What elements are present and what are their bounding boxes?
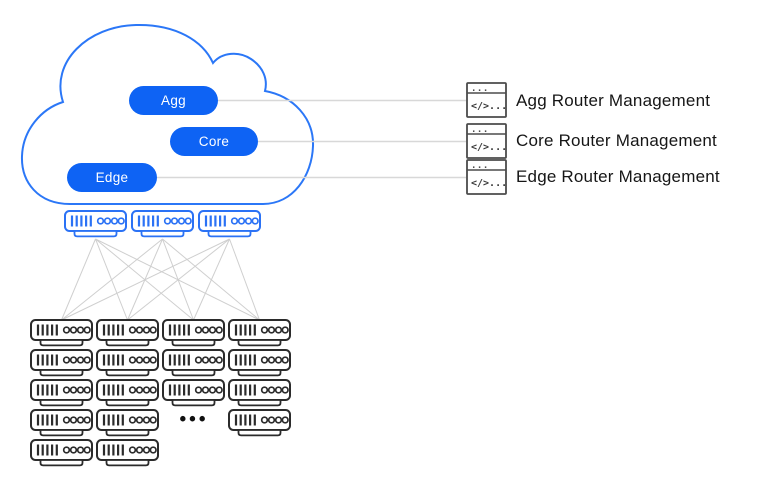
spine-router-group bbox=[63, 209, 262, 238]
leaf-router-icon bbox=[29, 318, 94, 347]
terminal-code-glyph: </>... bbox=[471, 142, 507, 153]
leaf-router-icon bbox=[95, 318, 160, 347]
leaf-router-icon bbox=[95, 378, 160, 407]
tier-link-lines bbox=[157, 99, 466, 179]
spine-leaf-link-line bbox=[61, 238, 163, 321]
tier-pill-agg: Agg bbox=[129, 86, 218, 115]
spine-leaf-link-line bbox=[229, 238, 260, 321]
terminal-window-icon-agg: ... </>... bbox=[466, 82, 507, 118]
management-label-agg: Agg Router Management bbox=[516, 91, 711, 110]
leaf-router-icon bbox=[95, 408, 160, 437]
leaf-router-icon bbox=[227, 408, 292, 437]
spine-router-icon bbox=[63, 209, 128, 238]
terminal-window-icon-edge: ... </>... bbox=[466, 159, 507, 195]
leaf-router-icon bbox=[95, 348, 160, 377]
more-routers-ellipsis: ••• bbox=[179, 409, 209, 430]
spine-router-icon bbox=[130, 209, 195, 238]
leaf-router-grid bbox=[29, 318, 292, 467]
terminal-code-glyph: </>... bbox=[471, 101, 507, 112]
terminal-code-glyph: </>... bbox=[471, 178, 507, 189]
tier-pill-core: Core bbox=[170, 127, 258, 156]
spine-leaf-link-lines bbox=[61, 238, 260, 321]
leaf-router-icon bbox=[161, 378, 226, 407]
leaf-router-icon bbox=[29, 378, 94, 407]
spine-router-icon bbox=[197, 209, 262, 238]
leaf-router-icon bbox=[29, 408, 94, 437]
terminal-titlebar-dots: ... bbox=[471, 84, 489, 94]
leaf-router-icon bbox=[95, 438, 160, 467]
terminal-frame bbox=[466, 82, 507, 118]
terminal-window-icon-core: ... </>... bbox=[466, 123, 507, 159]
leaf-router-icon bbox=[227, 318, 292, 347]
terminal-frame bbox=[466, 123, 507, 159]
terminal-titlebar-dots: ... bbox=[471, 125, 489, 135]
spine-leaf-link-line bbox=[61, 238, 230, 321]
spine-leaf-link-line bbox=[61, 238, 96, 321]
spine-leaf-link-line bbox=[193, 238, 230, 321]
spine-leaf-link-line bbox=[127, 238, 230, 321]
leaf-router-icon bbox=[227, 378, 292, 407]
leaf-router-icon bbox=[161, 348, 226, 377]
leaf-router-icon bbox=[161, 318, 226, 347]
management-label-core: Core Router Management bbox=[516, 131, 717, 150]
terminal-titlebar-dots: ... bbox=[471, 161, 489, 171]
leaf-router-icon bbox=[227, 348, 292, 377]
leaf-router-icon bbox=[29, 438, 94, 467]
terminal-frame bbox=[466, 159, 507, 195]
tier-pill-edge: Edge bbox=[67, 163, 157, 192]
management-label-edge: Edge Router Management bbox=[516, 167, 720, 186]
leaf-router-icon bbox=[29, 348, 94, 377]
